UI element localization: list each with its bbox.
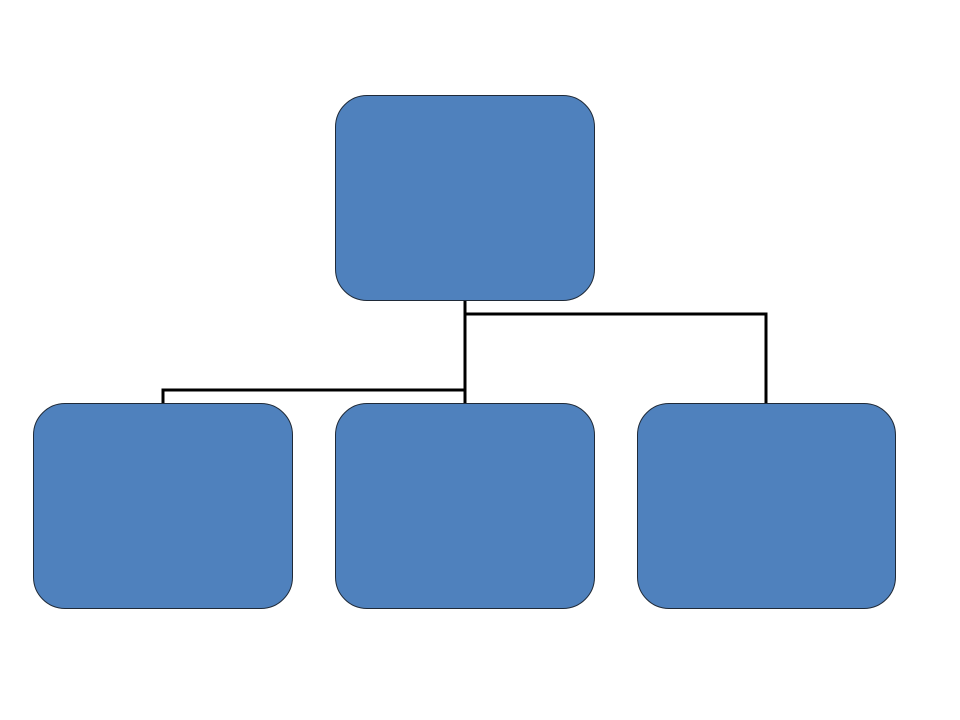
child-node-center[interactable] — [335, 403, 595, 609]
root-node[interactable] — [335, 95, 595, 301]
child-node-right[interactable] — [637, 403, 896, 609]
connector-root-to-left — [161, 301, 467, 403]
child-node-left[interactable] — [33, 403, 293, 609]
connector-root-to-right — [463, 301, 768, 403]
